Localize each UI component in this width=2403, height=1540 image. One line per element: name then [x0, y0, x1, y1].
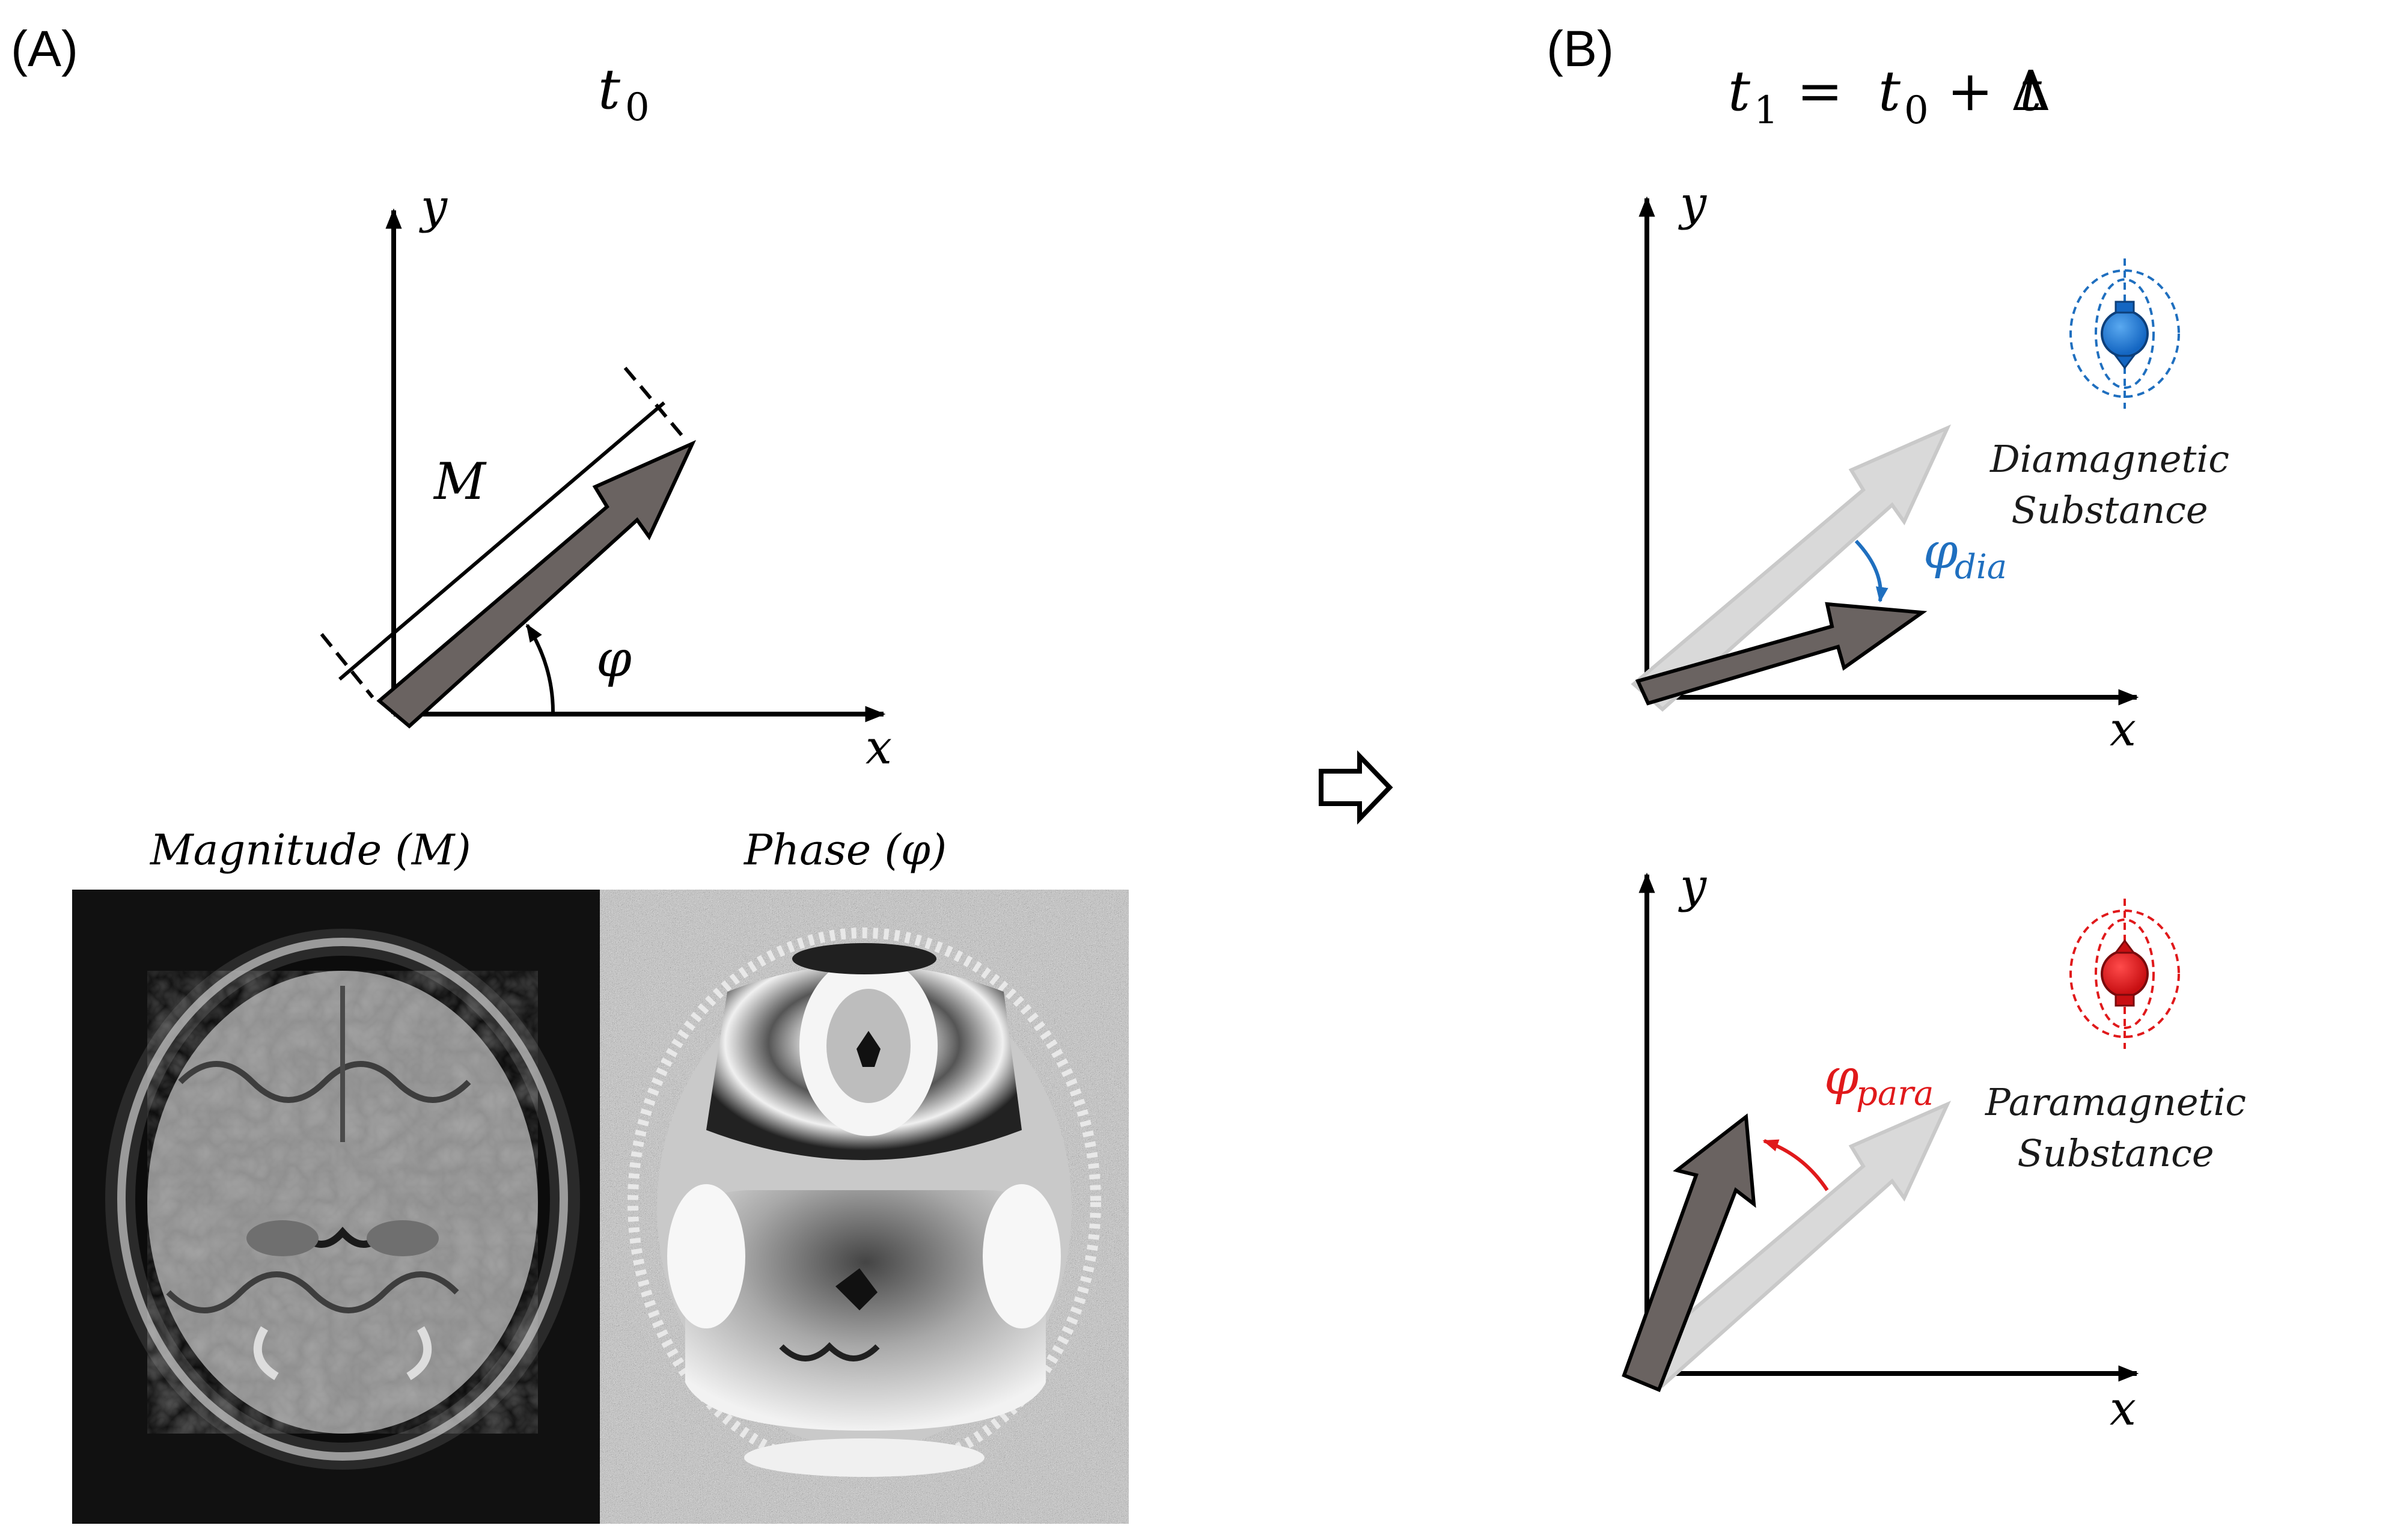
- time-t-subscript: 0: [625, 85, 650, 130]
- phase-caption: Phase (φ): [743, 825, 947, 875]
- blue-dipole-icon: [2069, 258, 2180, 409]
- dia-substance-line2: Substance: [2011, 488, 2208, 532]
- phase-angle-arc: [525, 623, 555, 715]
- magnitude-mri-image: [72, 890, 600, 1524]
- magnitude-symbol: M: [433, 452, 487, 511]
- diamagnetic-plot: y x φ dia Diamagnetic Substance: [1631, 177, 2229, 757]
- para-rotation-arc: [1762, 1139, 1829, 1191]
- para-substance-line2: Substance: [2017, 1131, 2214, 1175]
- red-dipole-icon: [2069, 899, 2180, 1049]
- eq-plus-delta: + Δ: [1929, 59, 2051, 123]
- dia-substance-line1: Diamagnetic: [1989, 437, 2229, 481]
- dia-y-label: y: [1678, 177, 1707, 231]
- para-phase-symbol: φ: [1824, 1049, 1859, 1106]
- para-original-vector: [1631, 1101, 1952, 1389]
- eq-dt-symbol: t: [2020, 59, 2042, 123]
- dia-x-label: x: [2110, 703, 2136, 757]
- panel-a-label: (A): [11, 20, 78, 77]
- magnetization-vector: [376, 440, 697, 729]
- paramagnetic-plot: y x φ para Paramagnetic Substance: [1622, 859, 2246, 1436]
- eq-equals: =: [1779, 59, 1861, 123]
- magnitude-dimension-tick-end: [623, 367, 684, 437]
- eq-t0-symbol: t: [1878, 59, 1901, 123]
- panel-b: (B) t 1 = t 0 + Δ t y x φ dia: [1547, 20, 2246, 1436]
- panel-b-label: (B): [1547, 20, 1614, 77]
- phase-angle-symbol: φ: [596, 629, 632, 688]
- panel-b-time-equation: t 1 = t 0 + Δ t: [1728, 59, 2051, 133]
- eq-t0-subscript: 0: [1904, 88, 1929, 133]
- dia-rotation-arc: [1854, 539, 1889, 603]
- dia-phase-subscript: dia: [1955, 548, 2007, 587]
- hollow-right-arrow-icon: [1319, 750, 1393, 825]
- panel-a: (A) t 0 y x M φ Magnitude (M) Phase (φ): [11, 20, 1129, 1524]
- panel-a-y-label: y: [419, 180, 448, 234]
- dia-phase-symbol: φ: [1923, 523, 1958, 580]
- para-phase-subscript: para: [1856, 1074, 1934, 1113]
- eq-t1-subscript: 1: [1754, 88, 1779, 133]
- magnitude-caption: Magnitude (M): [149, 825, 471, 875]
- eq-t1-symbol: t: [1728, 59, 1751, 123]
- panel-a-time-label: t 0: [598, 57, 650, 130]
- magnitude-dimension-line: [338, 401, 665, 681]
- panel-a-x-label: x: [866, 721, 892, 775]
- para-x-label: x: [2110, 1382, 2136, 1436]
- para-y-label: y: [1678, 859, 1707, 913]
- para-rotated-vector: [1622, 1113, 1756, 1392]
- dia-rotated-vector: [1635, 602, 1928, 706]
- magnitude-dimension-tick-start: [320, 633, 374, 698]
- phase-mri-image: [600, 890, 1129, 1524]
- para-substance-line1: Paramagnetic: [1985, 1080, 2246, 1124]
- time-t-symbol: t: [598, 57, 621, 121]
